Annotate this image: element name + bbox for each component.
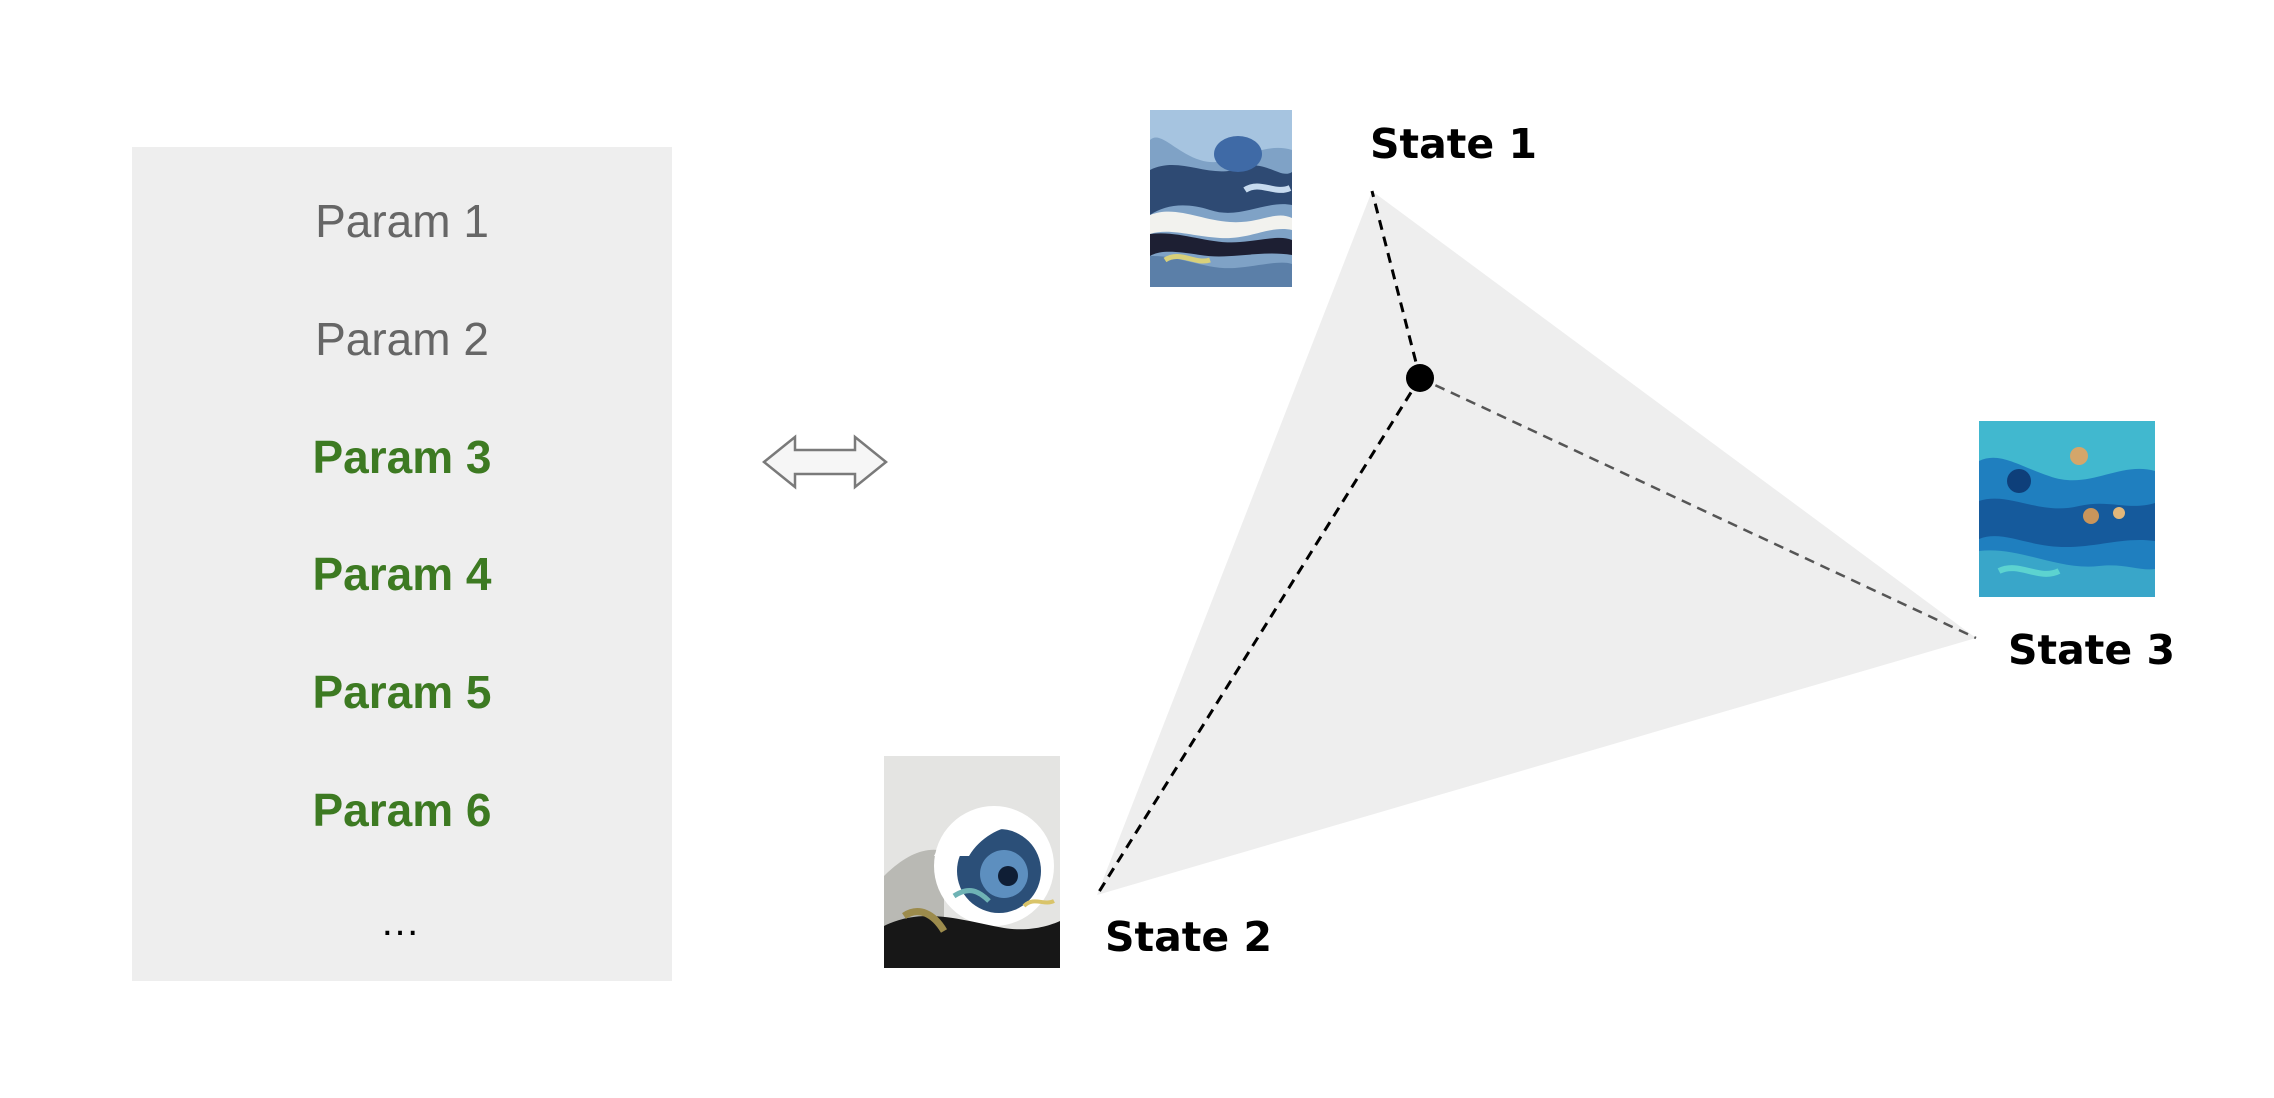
param-1: Param 1 (315, 195, 489, 247)
current-state-point (1406, 364, 1434, 392)
dashed-line-state1 (1370, 190, 1422, 379)
state2-label: State 2 (1105, 913, 1273, 961)
param-5: Param 5 (312, 666, 492, 718)
double-arrow-icon (762, 434, 888, 490)
state-triangle (1097, 191, 1976, 895)
dashed-line-state3 (1419, 376, 1977, 640)
parameter-panel: Param 1 Param 2 Param 3 Param 4 Param 5 … (132, 147, 672, 981)
state3-label: State 3 (2008, 626, 2176, 674)
param-6: Param 6 (312, 784, 492, 836)
param-4: Param 4 (312, 548, 492, 600)
param-2: Param 2 (315, 313, 489, 365)
param-3: Param 3 (312, 431, 492, 483)
state1-thumbnail (1150, 110, 1292, 287)
param-ellipsis: … (380, 900, 424, 944)
state2-thumbnail (884, 756, 1060, 968)
state1-label: State 1 (1370, 120, 1538, 168)
state3-thumbnail (1979, 421, 2155, 597)
